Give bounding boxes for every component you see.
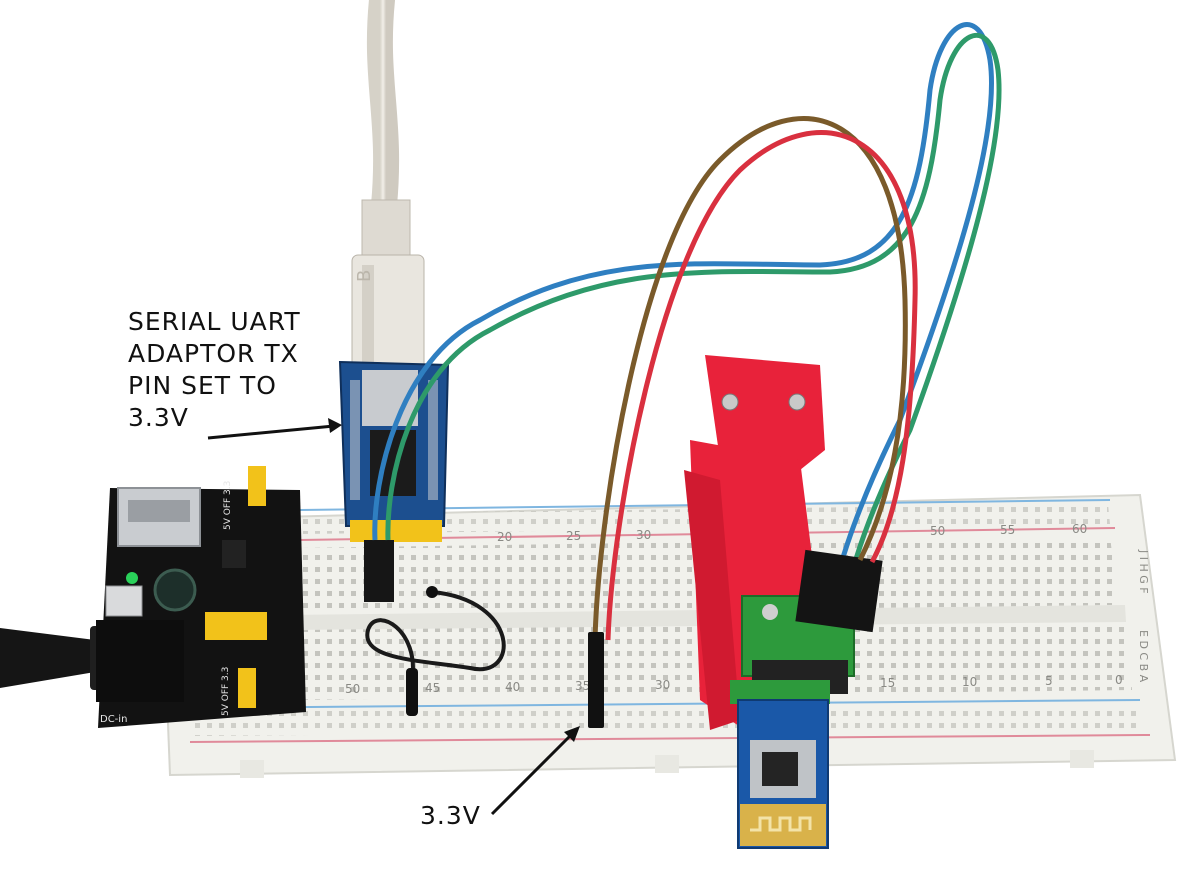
capacitor [153, 568, 197, 612]
power-supply-module: 5V OFF 3.3 5V OFF 3.3 DC-in [96, 466, 306, 728]
uart-header-pins [350, 520, 442, 542]
uart-annotation-line-4: 3.3V [128, 403, 189, 432]
uart-annotation-line-1: SERIAL UART [128, 307, 301, 336]
top-number-60: 60 [1072, 522, 1087, 536]
bottom-number-15: 15 [880, 676, 895, 690]
uart-annotation-label: SERIAL UART ADAPTOR TX PIN SET TO 3.3V [128, 306, 301, 434]
bottom-rail-blue-line [189, 699, 1141, 709]
row-letters-bottom: E D C B A [1137, 630, 1150, 683]
bottom-number-50: 50 [345, 682, 360, 696]
usb-cable: B [351, 0, 425, 376]
power-switch [105, 585, 143, 617]
clip-pcb-adapter [730, 549, 883, 704]
yellow-jumper-bottom [238, 668, 256, 708]
breadboard-jumper-3v3 [588, 632, 604, 728]
top-number-50: 50 [930, 524, 945, 538]
voltage-annotation-label: 3.3V [420, 801, 481, 830]
top-number-25: 25 [566, 529, 581, 543]
svg-text:B: B [354, 270, 375, 282]
top-number-55: 55 [1000, 523, 1015, 537]
uart-jumper-connector [364, 540, 394, 602]
clip-wire-connector [795, 549, 883, 633]
bottom-number-35: 35 [575, 679, 590, 693]
green-led [126, 572, 138, 584]
uart-blue-green-wires [372, 22, 1002, 601]
top-number-20: 20 [497, 530, 512, 544]
dc-barrel-jack [96, 620, 184, 702]
bottom-number-10: 10 [962, 675, 977, 689]
brown-red-wires [588, 116, 918, 728]
usb-b-plug-strain-relief [361, 199, 411, 261]
uart-arrow [207, 424, 335, 440]
bottom-number-5: 5 [1045, 674, 1053, 688]
jumper-label-bottom: 5V OFF 3.3 [221, 667, 231, 716]
yellow-header-block [205, 612, 267, 640]
bottom-rail-red-line [189, 734, 1151, 743]
annotation-arrows [207, 418, 580, 816]
black-jumper-wire-loop [365, 586, 506, 716]
top-number-30: 30 [636, 528, 651, 542]
bottom-number-30: 30 [655, 678, 670, 692]
bottom-number-40: 40 [505, 680, 520, 694]
bottom-number-0: 0 [1115, 673, 1123, 687]
uart-annotation-line-3: PIN SET TO [128, 371, 277, 400]
jumper-label-top: 5V OFF 3.3 [223, 481, 233, 530]
dc-in-label: DC-in [100, 714, 127, 725]
bluetooth-antenna [740, 804, 826, 846]
bottom-number-45: 45 [425, 681, 440, 695]
yellow-jumper-top [248, 466, 266, 506]
row-letters-top: J I H G F [1137, 549, 1150, 594]
voltage-arrow [490, 732, 574, 816]
bluetooth-module [737, 699, 829, 849]
uart-annotation-line-2: ADAPTOR TX [128, 339, 299, 368]
breadboard: 20 25 30 50 55 60 50 45 40 35 30 15 10 5… [158, 493, 1177, 778]
